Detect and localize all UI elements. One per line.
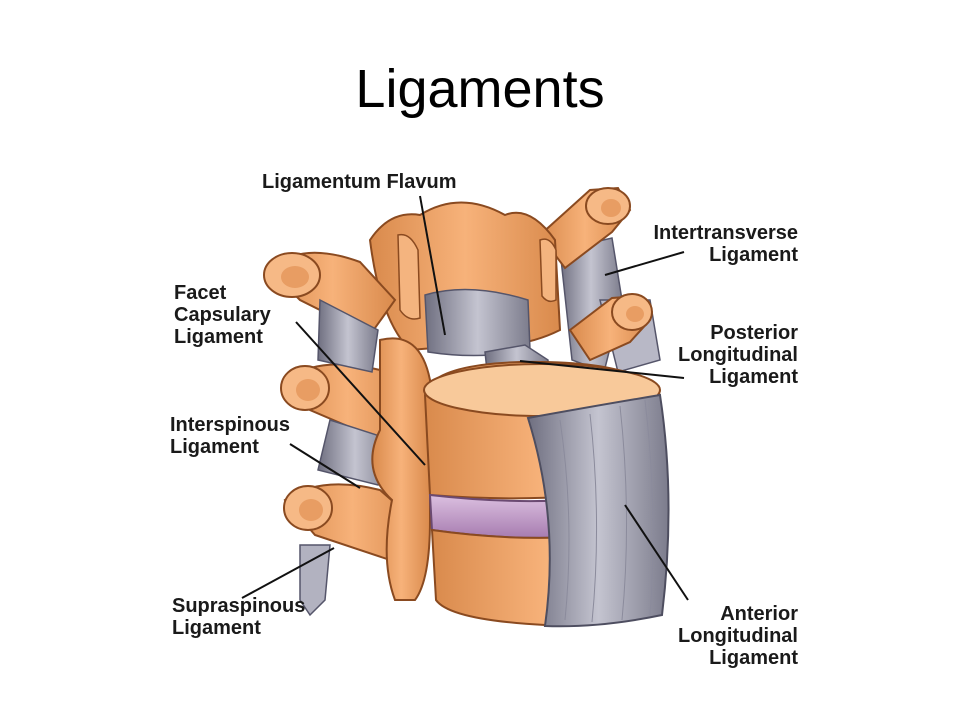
label-posterior-longitudinal-ligament: Posterior Longitudinal Ligament — [678, 322, 798, 388]
label-ligamentum-flavum: Ligamentum Flavum — [262, 171, 457, 193]
page-title: Ligaments — [355, 59, 605, 119]
ligamentum-flavum-shape — [424, 288, 531, 357]
label-supraspinous-ligament: Supraspinous Ligament — [172, 595, 306, 639]
transverse-process-lower — [568, 293, 653, 362]
leader-interspinous — [289, 443, 361, 489]
leader-ligamentum-flavum — [419, 195, 446, 336]
leader-lines — [241, 195, 689, 601]
anterior-longitudinal-ligament-shape — [526, 393, 670, 628]
leader-intertransverse — [604, 251, 685, 276]
label-anterior-longitudinal-ligament: Anterior Longitudinal Ligament — [678, 603, 798, 669]
leader-facet-capsulary — [295, 321, 426, 466]
leader-posterior-longitudinal — [519, 360, 685, 379]
articular-processes — [371, 337, 431, 601]
leader-anterior-longitudinal — [624, 504, 689, 601]
leader-supraspinous — [241, 547, 335, 599]
label-facet-capsulary-ligament: Facet Capsulary Ligament — [174, 282, 271, 348]
label-intertransverse-ligament: Intertransverse Ligament — [653, 222, 798, 266]
ligament-fibers — [559, 399, 654, 623]
transverse-process-upper — [538, 186, 632, 270]
label-interspinous-ligament: Interspinous Ligament — [170, 414, 291, 458]
